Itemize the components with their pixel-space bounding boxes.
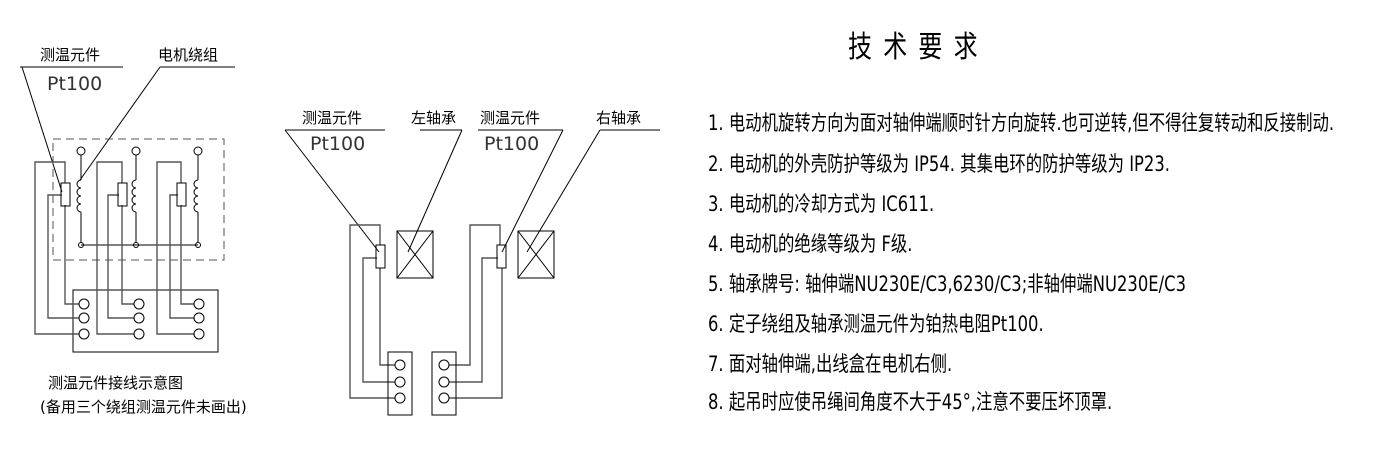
- winding-coil-icon: [131, 179, 137, 213]
- terminal-icon: [438, 392, 450, 404]
- terminal-icon: [78, 328, 90, 340]
- phase-terminal-icon: [76, 146, 86, 156]
- terminal-icon: [78, 312, 90, 324]
- terminal-icon: [78, 298, 90, 310]
- right-bearing-sensor: [496, 244, 507, 269]
- sensor-wire: [34, 161, 79, 335]
- sensor-wire: [156, 161, 194, 335]
- sensor-label: 测温元件: [40, 46, 100, 64]
- terminal-box: [72, 289, 219, 353]
- winding-leader-line: [79, 66, 161, 181]
- sensor-wire: [169, 194, 194, 319]
- requirement-item: 5. 轴承牌号: 轴伸端NU230E/C3,6230/C3;非轴伸端NU230E…: [708, 272, 1187, 296]
- right-bearing: [517, 230, 555, 279]
- requirement-item: 1. 电动机旋转方向为面对轴伸端顺时针方向旋转.也可逆转,但不得往复转动和反接制…: [708, 111, 1335, 135]
- sensor-wire: [96, 161, 134, 335]
- terminal-icon: [133, 298, 145, 310]
- winding-sensor: [117, 182, 128, 207]
- winding-diagram-note: (备用三个绕组测温元件未画出): [40, 398, 247, 416]
- winding-sensor: [176, 182, 187, 207]
- sensor-wire: [64, 205, 79, 305]
- left-terminal-block: [387, 351, 413, 416]
- right-sensor-label: 测温元件: [480, 109, 540, 127]
- phase-terminal-icon: [193, 146, 203, 156]
- left-bearing-label: 左轴承: [411, 109, 456, 127]
- terminal-icon: [438, 359, 450, 371]
- phase-terminal-icon: [131, 146, 141, 156]
- terminal-icon: [133, 328, 145, 340]
- sensor-wire: [47, 194, 79, 319]
- terminal-icon: [193, 312, 205, 324]
- requirement-item: 4. 电动机的绝缘等级为 F级.: [708, 232, 913, 256]
- winding-diagram-caption: 测温元件接线示意图: [48, 374, 184, 392]
- winding-label: 电机绕组: [158, 46, 218, 64]
- sensor-wire: [107, 194, 134, 319]
- requirement-item: 6. 定子绕组及轴承测温元件为铂热电阻Pt100.: [708, 312, 1044, 336]
- terminal-icon: [133, 312, 145, 324]
- terminal-icon: [193, 298, 205, 310]
- winding-sensor: [60, 182, 71, 207]
- sensor-wire: [180, 205, 194, 305]
- requirement-item: 3. 电动机的冷却方式为 IC611.: [708, 192, 935, 216]
- requirement-item: 7. 面对轴伸端,出线盒在电机右侧.: [708, 352, 953, 376]
- terminal-icon: [438, 376, 450, 388]
- motor-boundary: [52, 138, 225, 261]
- left-sensor-label: 测温元件: [302, 109, 362, 127]
- requirement-item: 2. 电动机的外壳防护等级为 IP54. 其集电环的防护等级为 IP23.: [708, 152, 1170, 176]
- terminal-icon: [394, 392, 406, 404]
- sensor-leader-line: [21, 66, 63, 193]
- left-sensor-type: Pt100: [310, 133, 365, 155]
- left-bearing: [396, 230, 434, 279]
- right-terminal-block: [431, 351, 457, 416]
- bearing-sensor-diagram: 测温元件 Pt100 左轴承 测温元件 Pt100 右轴承: [284, 109, 660, 416]
- sensor-type: Pt100: [47, 73, 102, 95]
- terminal-icon: [394, 376, 406, 388]
- terminal-icon: [394, 359, 406, 371]
- requirement-item: 8. 起吊时应使吊绳间角度不大于45°,注意不要压坏顶罩.: [708, 390, 1113, 414]
- sensor-wire: [121, 205, 134, 305]
- right-bearing-label: 右轴承: [596, 109, 641, 127]
- left-bearing-sensor: [375, 244, 386, 269]
- winding-coil-icon: [193, 179, 199, 213]
- terminal-icon: [193, 328, 205, 340]
- winding-sensor-diagram: 测温元件 Pt100 电机绕组: [20, 46, 235, 353]
- requirements-title: 技术要求: [848, 30, 989, 65]
- right-sensor-type: Pt100: [484, 133, 539, 155]
- winding-coil-icon: [76, 179, 82, 213]
